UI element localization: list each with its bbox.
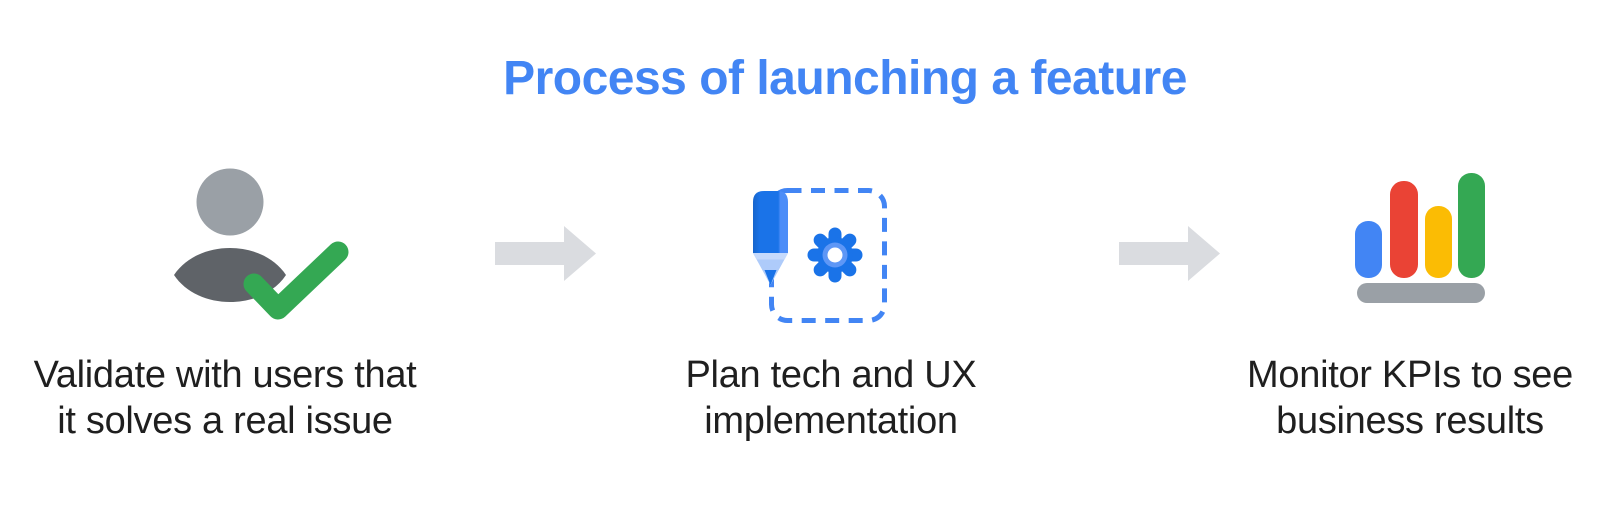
bar-blue	[1355, 221, 1382, 278]
pencil-tip-band	[753, 253, 788, 260]
pencil-body	[753, 191, 788, 253]
step-label-validate: Validate with users that it solves a rea…	[33, 354, 417, 442]
step-label-plan: Plan tech and UX implementation	[685, 354, 977, 442]
pencil-gear-icon	[753, 188, 887, 323]
pencil-point	[764, 270, 777, 285]
user-check-icon	[174, 168, 349, 320]
person-head	[196, 168, 264, 236]
bar-green	[1458, 173, 1485, 278]
step-label-monitor: Monitor KPIs to see business results	[1247, 354, 1573, 442]
pencil-tip	[753, 253, 788, 285]
bar-chart-icon	[1355, 173, 1485, 303]
arrow-right-icon	[1119, 226, 1220, 281]
diagram-title: Process of launching a feature	[503, 52, 1187, 105]
gear-icon	[807, 227, 863, 283]
checkmark-icon	[243, 241, 349, 320]
chart-base	[1357, 283, 1485, 303]
bar-yellow	[1425, 206, 1452, 278]
bar-red	[1390, 181, 1418, 278]
arrow-right-icon	[495, 226, 596, 281]
